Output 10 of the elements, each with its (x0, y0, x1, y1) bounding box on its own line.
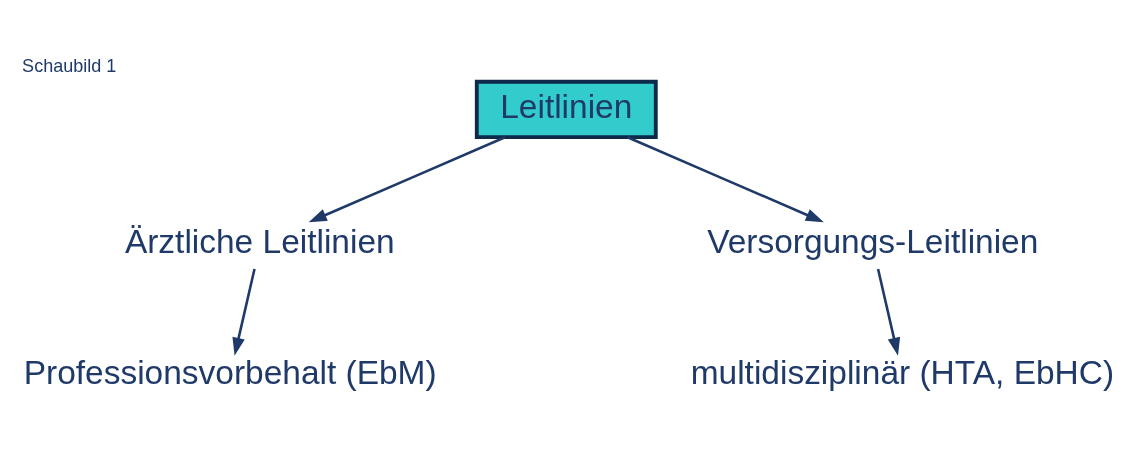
node-box: Leitlinien (474, 79, 658, 140)
node-text: Versorgungs-Leitlinien (707, 222, 1039, 260)
arrow (876, 268, 901, 356)
arrow (308, 136, 506, 223)
arrow (627, 136, 824, 223)
node-text: multidisziplinär (HTA, EbHC) (690, 354, 1115, 392)
diagram-title: Schaubild 1 (22, 55, 117, 76)
node-text: Professionsvorbehalt (EbM) (23, 354, 437, 392)
node-text: Ärztliche Leitlinien (124, 222, 395, 260)
arrow (232, 268, 256, 356)
